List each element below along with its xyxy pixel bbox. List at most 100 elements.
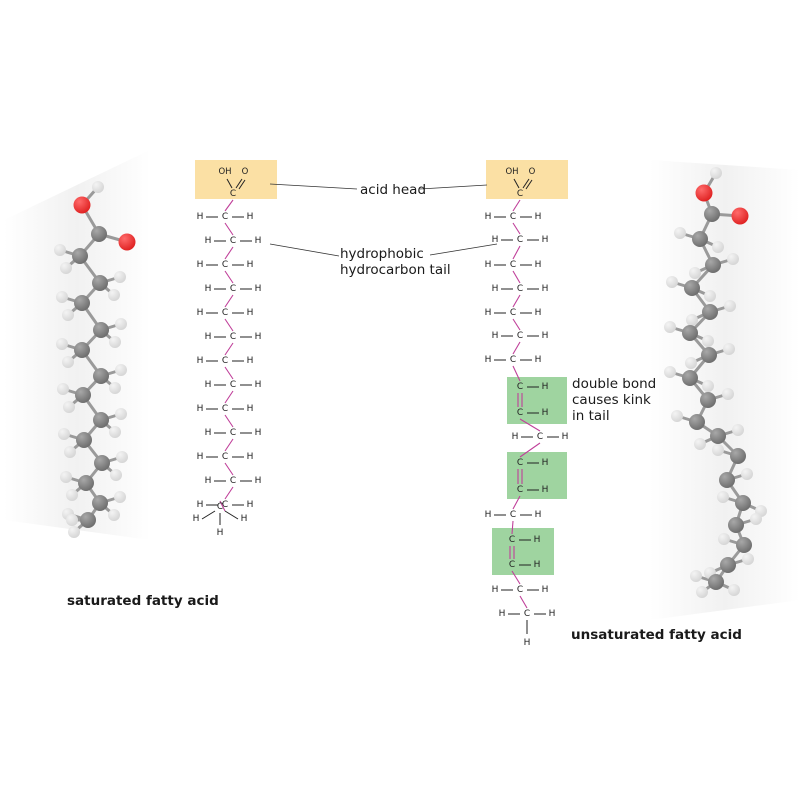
hydrogen-atom-label: H: [255, 236, 262, 246]
double-bond-highlight: [492, 528, 554, 575]
hydrogen-atom-label: H: [247, 452, 254, 462]
carbon-atom-label: C: [222, 500, 228, 510]
carbon-carbon-bond: [512, 245, 521, 260]
carbon-carbon-bond: [224, 199, 234, 212]
hydrogen-atom-label: H: [197, 260, 204, 270]
hydrogen-atom: [64, 446, 76, 458]
carbon-atom: [736, 537, 752, 553]
carbon-atom: [710, 428, 726, 444]
double-bond-label-line1: double bond: [572, 376, 657, 392]
hydrogen-atom-label: H: [197, 308, 204, 318]
hydrogen-atom-label: H: [217, 528, 224, 538]
carbon-atom: [735, 495, 751, 511]
carbon-carbon-bond: [519, 418, 541, 432]
carbon-carbon-bond: [512, 294, 521, 308]
double-bond-label-line2: causes kink: [572, 392, 651, 408]
hydrogen-atom: [718, 533, 730, 545]
hydrogen-atom: [56, 338, 68, 350]
hydrogen-atom-label: H: [535, 308, 542, 318]
hydrogen-atom-label: H: [535, 212, 542, 222]
saturated-acid-head-highlight: [195, 160, 277, 199]
carbon-atom: [682, 370, 698, 386]
hydrogen-atom: [92, 181, 104, 193]
carbon-hydrogen-bond: [224, 510, 239, 520]
carbon-atom: [93, 368, 109, 384]
double-bond-highlight: [507, 452, 567, 499]
oxygen-atom-label: O: [242, 167, 249, 177]
carbon-atom-label: C: [509, 560, 515, 570]
hydrogen-atom: [750, 513, 762, 525]
hydrogen-atom: [66, 489, 78, 501]
hydrogen-atom: [108, 289, 120, 301]
carbon-carbon-bond: [512, 495, 521, 510]
hydrogen-atom-label: H: [485, 355, 492, 365]
carbon-atom: [708, 574, 724, 590]
hydrogen-atom-label: H: [255, 380, 262, 390]
hydrogen-atom-label: H: [193, 514, 200, 524]
hydrogen-atom-label: H: [542, 585, 549, 595]
hydrogen-atom-label: H: [205, 380, 212, 390]
hydrogen-atom: [109, 426, 121, 438]
carbon-atom: [692, 231, 708, 247]
carbon-atom-label: C: [510, 355, 516, 365]
carbon-atom: [700, 392, 716, 408]
carbon-atom: [74, 342, 90, 358]
oxygen-atom: [731, 207, 749, 225]
hydrogen-atom-label: H: [524, 638, 531, 648]
hydrogen-atom: [115, 408, 127, 420]
hydrogen-atom-label: H: [534, 560, 541, 570]
carbon-atom-label: C: [510, 308, 516, 318]
hydrogen-atom-label: H: [197, 212, 204, 222]
hydroxyl-label: OH: [218, 167, 231, 177]
hydrogen-atom-label: H: [499, 609, 506, 619]
hydrogen-atom: [115, 364, 127, 376]
hydrogen-atom-label: H: [247, 500, 254, 510]
carbon-atom: [92, 275, 108, 291]
hydrogen-atom: [717, 491, 729, 503]
hydrogen-atom: [666, 276, 678, 288]
carbon-carbon-bond: [512, 222, 521, 235]
hydrogen-atom-label: H: [485, 308, 492, 318]
hydrogen-atom-label: H: [534, 535, 541, 545]
carbon-atom: [75, 387, 91, 403]
carbon-carbon-bond: [511, 570, 521, 585]
carbon-atom: [74, 295, 90, 311]
carbon-atom-label: C: [222, 260, 228, 270]
carbon-atom-label: C: [230, 476, 236, 486]
hydrogen-atom: [686, 314, 698, 326]
carbon-hydrogen-bond: [201, 510, 216, 520]
hydrogen-atom-label: H: [562, 432, 569, 442]
carbon-oxygen-bond: [513, 178, 520, 189]
hydrogen-atom-label: H: [512, 432, 519, 442]
hydrogen-atom: [63, 401, 75, 413]
oxygen-atom: [73, 196, 91, 214]
carbon-carbon-bond: [224, 318, 234, 332]
hydrogen-atom: [674, 227, 686, 239]
carbon-atom-label: C: [222, 308, 228, 318]
hydrogen-atom: [58, 428, 70, 440]
hydrogen-atom: [664, 366, 676, 378]
carbon-carbon-bond: [512, 318, 521, 331]
carbon-atom-label: C: [510, 260, 516, 270]
hydrogen-atom: [56, 291, 68, 303]
hydrogen-atom-label: H: [542, 458, 549, 468]
carbon-atom-label: C: [222, 452, 228, 462]
hydrocarbon-tail-label: hydrophobic hydrocarbon tail: [340, 246, 451, 278]
hydrogen-atom: [62, 309, 74, 321]
acid-head-leader-line: [269, 183, 358, 190]
acid-head-leader-line: [419, 184, 488, 190]
carbon-atom: [689, 414, 705, 430]
carbon-carbon-bond: [511, 520, 514, 535]
carbon-carbon-bond: [224, 486, 234, 500]
double-bond-highlight: [507, 377, 567, 424]
acid-head-label: acid head: [360, 182, 427, 198]
hydrogen-atom: [704, 290, 716, 302]
hydrogen-atom: [732, 424, 744, 436]
unsaturated-acid-head-highlight: [486, 160, 568, 199]
hydrogen-atom: [664, 321, 676, 333]
hydrocarbon-tail-leader-line: [429, 243, 498, 256]
carbon-atom-label: C: [222, 356, 228, 366]
carbon-carbon-bond: [224, 222, 234, 236]
hydrogen-atom-label: H: [247, 356, 254, 366]
hydrocarbon-tail-label-line1: hydrophobic: [340, 246, 424, 262]
